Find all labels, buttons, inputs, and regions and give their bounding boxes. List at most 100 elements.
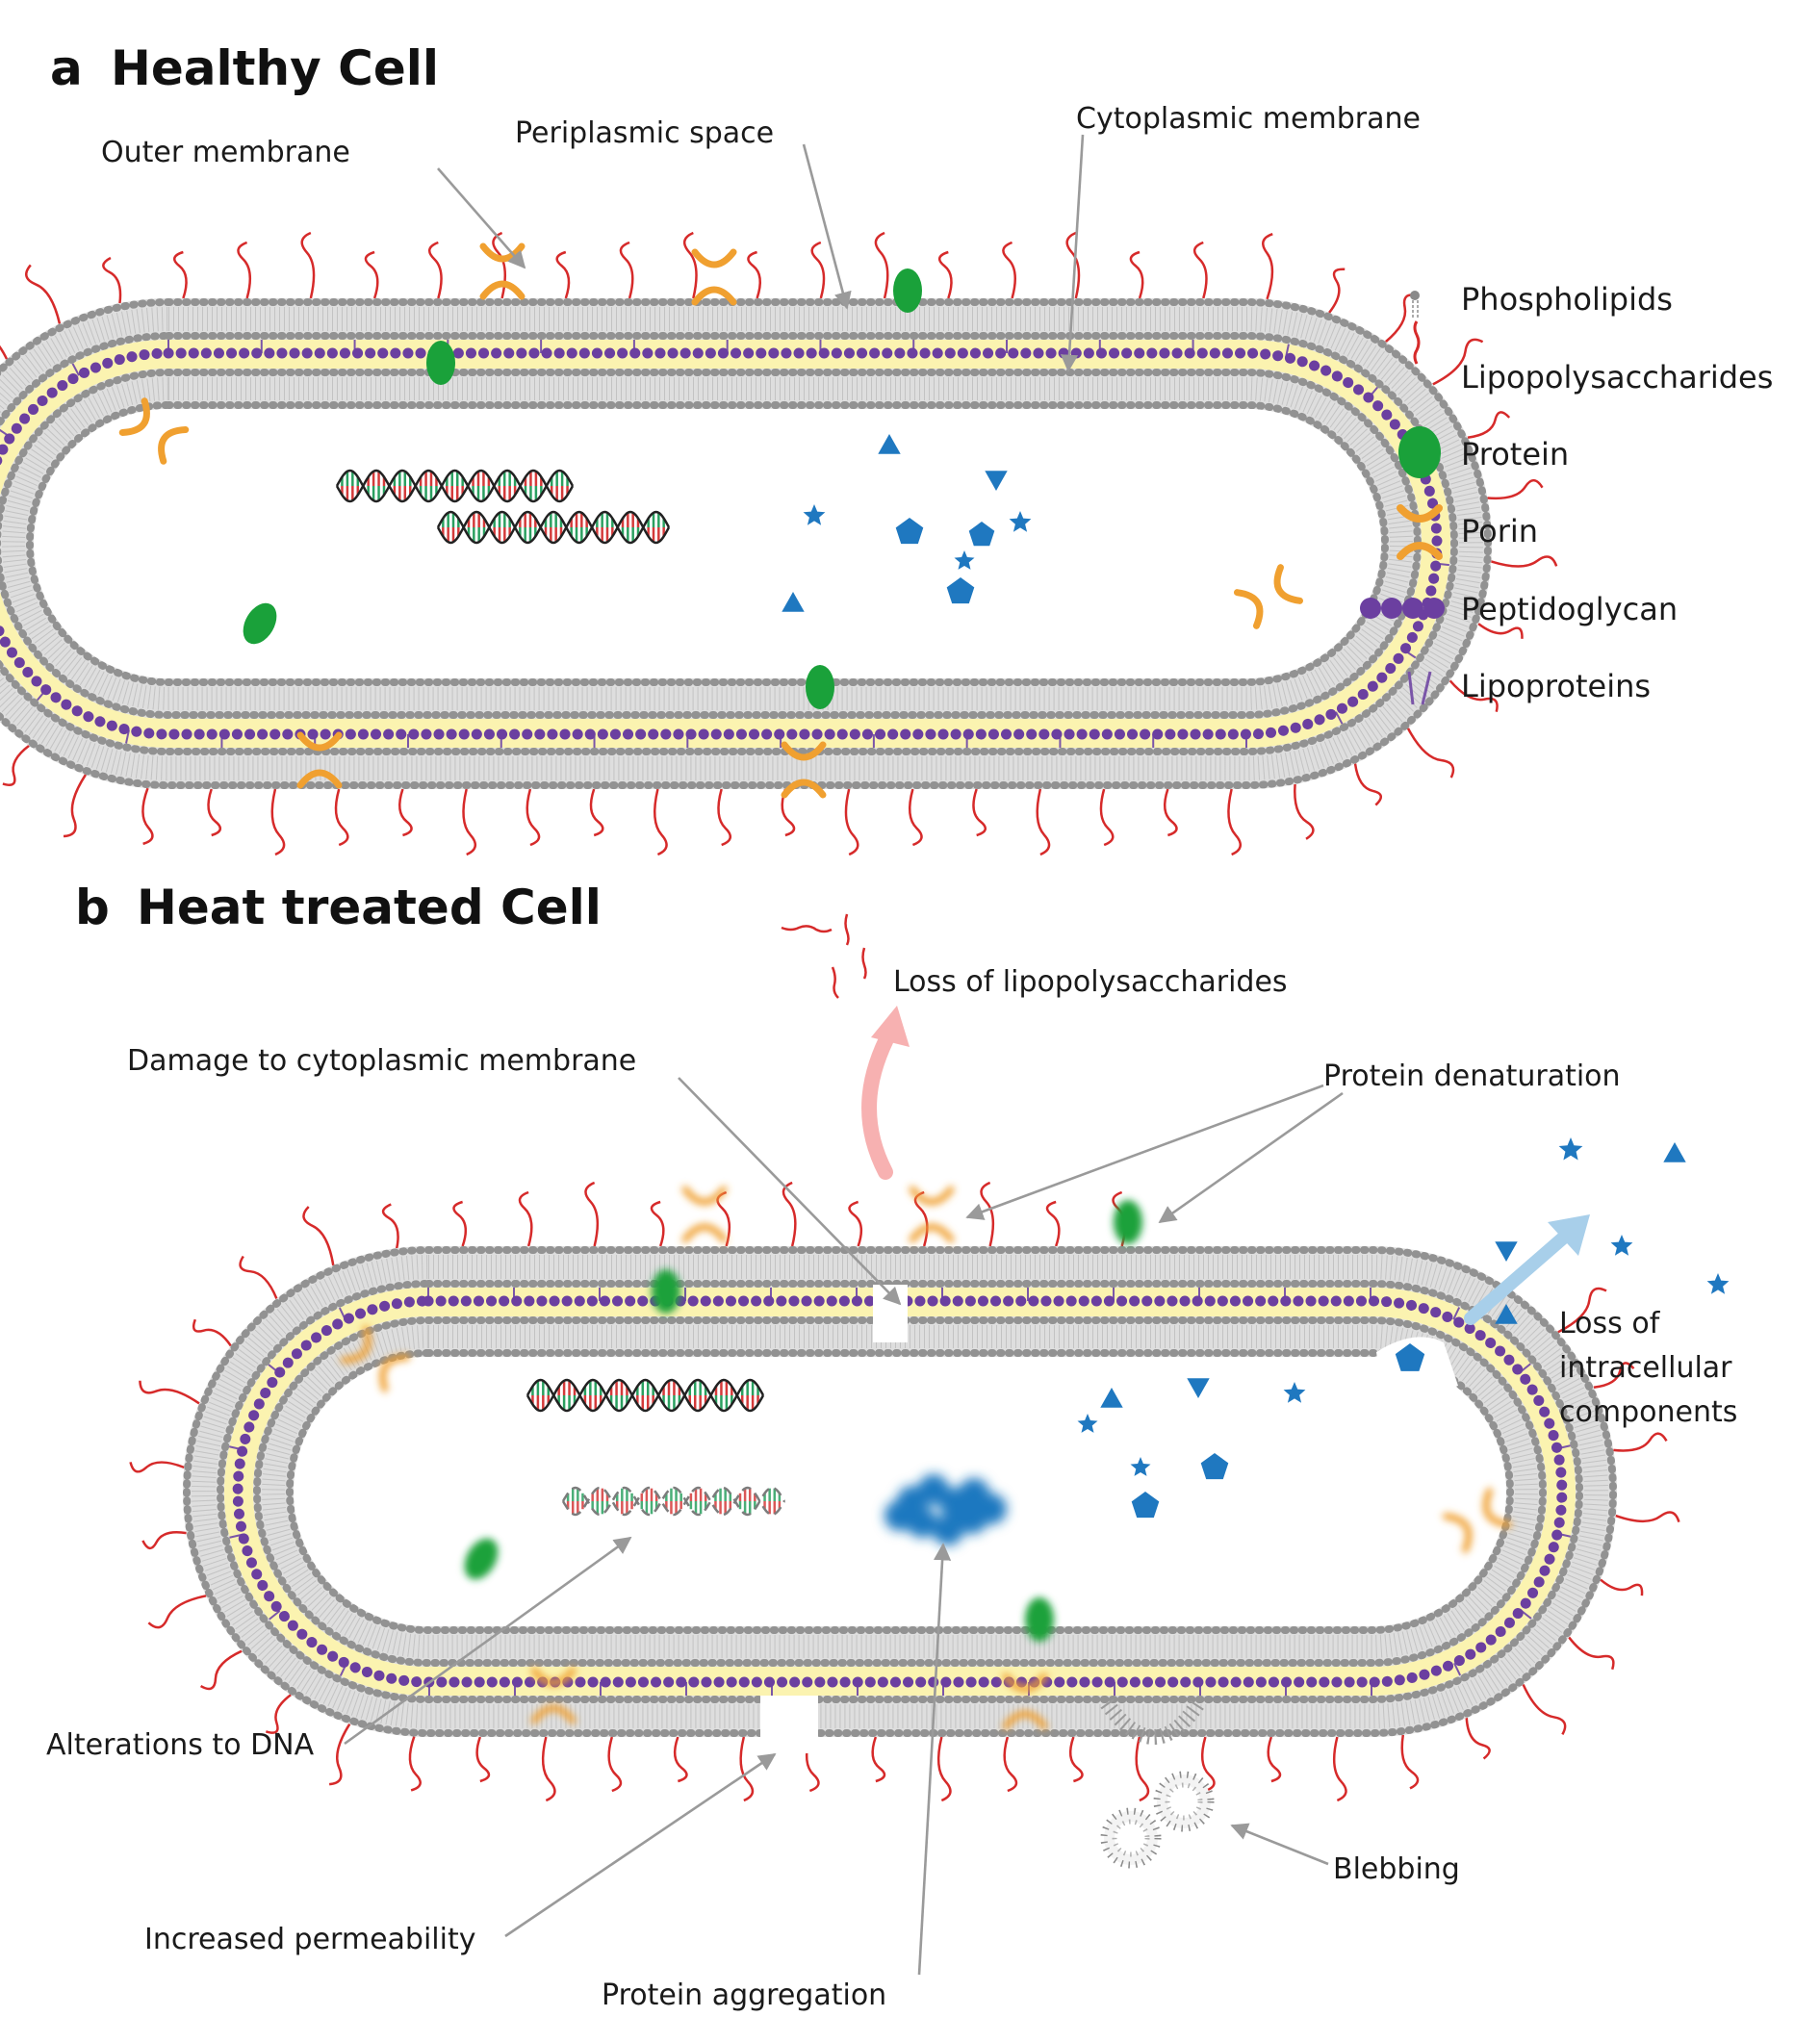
lps	[139, 1380, 200, 1405]
lps	[1002, 241, 1016, 299]
lps	[1200, 1736, 1216, 1793]
star-icon	[1009, 511, 1032, 532]
panel-b-title: Heat treated Cell	[137, 880, 602, 935]
lps	[683, 231, 698, 299]
porin	[781, 741, 827, 799]
lps	[329, 1723, 351, 1786]
cytoplasmic-membrane	[0, 369, 1422, 719]
dna-icon	[525, 1378, 765, 1413]
peptidoglycan	[232, 1295, 1568, 1688]
lps	[1135, 1736, 1150, 1802]
lps-layer	[129, 1181, 1680, 1802]
pointer-protein-aggregation	[917, 1543, 952, 1976]
lps	[1099, 788, 1115, 847]
om-gap	[760, 1696, 818, 1753]
triangle-icon	[878, 434, 901, 454]
panel-b: b Heat treated Cell Loss of lipopolysacc…	[46, 880, 1737, 2012]
loss-lps-arrowhead	[871, 1006, 910, 1047]
lps	[364, 250, 379, 299]
lps	[1615, 1511, 1680, 1523]
lps	[408, 1736, 422, 1792]
protein-aggregate	[884, 1474, 1007, 1545]
legend-lipopolysaccharides: Lipopolysaccharides	[1461, 359, 1773, 396]
lps	[102, 256, 122, 304]
lps	[239, 1255, 278, 1300]
lipoprotein-icon	[1407, 671, 1432, 705]
lps	[980, 1181, 995, 1247]
pointer-periplasmic-space	[802, 143, 852, 310]
lps	[192, 1318, 232, 1347]
blebs	[1100, 1771, 1215, 1869]
lps	[781, 788, 796, 837]
triangle-icon	[1100, 1388, 1123, 1408]
loss-components-arrowhead	[1548, 1214, 1590, 1256]
healthy-cell	[0, 231, 1558, 856]
porin	[530, 1667, 577, 1724]
protein	[243, 602, 277, 645]
cytoplasm	[294, 1357, 1506, 1626]
lps	[462, 788, 477, 856]
bleb-vesicle	[1153, 1771, 1215, 1832]
pointer-outer-membrane	[437, 167, 526, 269]
star-icon	[1558, 1137, 1583, 1161]
porin	[691, 248, 737, 306]
triangle-icon	[1495, 1241, 1518, 1262]
lps	[937, 250, 953, 299]
legend-peptidoglycan: Peptidoglycan	[1461, 591, 1678, 627]
star-icon	[1610, 1235, 1633, 1256]
pointer-blebbing	[1230, 1823, 1329, 1866]
legend-lipoproteins: Lipoproteins	[1461, 668, 1651, 704]
porin	[1442, 1488, 1513, 1553]
lps	[1332, 1736, 1347, 1802]
lps	[1477, 623, 1524, 639]
porin	[681, 1186, 728, 1243]
lps	[1328, 268, 1346, 314]
legend: Phospholipids Lipopolysaccharides Protei…	[1360, 281, 1773, 705]
lps	[1490, 555, 1558, 568]
lps	[717, 788, 731, 847]
triangle-icon	[782, 592, 805, 612]
protein	[1114, 1200, 1142, 1244]
lps	[1227, 788, 1242, 856]
label-blebbing: Blebbing	[1333, 1852, 1460, 1886]
lps	[1522, 1683, 1567, 1735]
lps	[265, 1694, 292, 1734]
pointer-increased-permeability	[504, 1752, 777, 1938]
panel-a-title: Healthy Cell	[111, 40, 439, 96]
porin	[340, 1325, 411, 1392]
label-loss-intracellular-1: Loss of	[1559, 1307, 1661, 1340]
panel-b-letter: b	[75, 880, 110, 935]
lps	[871, 1736, 886, 1783]
protein-icon	[1398, 426, 1441, 478]
lps	[1045, 1200, 1061, 1247]
cytoplasm	[34, 409, 1381, 678]
pentagon-icon	[895, 518, 924, 545]
star-icon	[954, 550, 975, 570]
lps	[300, 231, 316, 299]
lps	[129, 1461, 185, 1473]
label-damage-cm: Damage to cytoplasmic membrane	[127, 1044, 636, 1078]
porin	[296, 731, 343, 789]
lps	[207, 788, 222, 837]
lps	[518, 1190, 533, 1247]
triangle-icon	[1187, 1378, 1210, 1398]
detached-lps	[781, 913, 867, 999]
triangle-icon	[1663, 1142, 1686, 1162]
lps	[1262, 232, 1274, 300]
pointer-denaturation-porin	[965, 1084, 1324, 1220]
lps	[381, 1203, 399, 1249]
lps	[848, 1200, 863, 1247]
lps	[475, 1736, 491, 1783]
peptidoglycan-icon	[1360, 598, 1445, 619]
lps	[452, 1200, 468, 1247]
star-icon	[1283, 1382, 1306, 1403]
lps	[141, 1530, 187, 1550]
lps	[428, 241, 443, 299]
lps	[1568, 1636, 1615, 1671]
pointer-alterations-dna	[344, 1536, 632, 1746]
pointer-damage-cm	[678, 1077, 902, 1306]
star-icon	[1706, 1273, 1730, 1294]
lps	[237, 241, 252, 299]
lps	[1267, 1736, 1282, 1783]
